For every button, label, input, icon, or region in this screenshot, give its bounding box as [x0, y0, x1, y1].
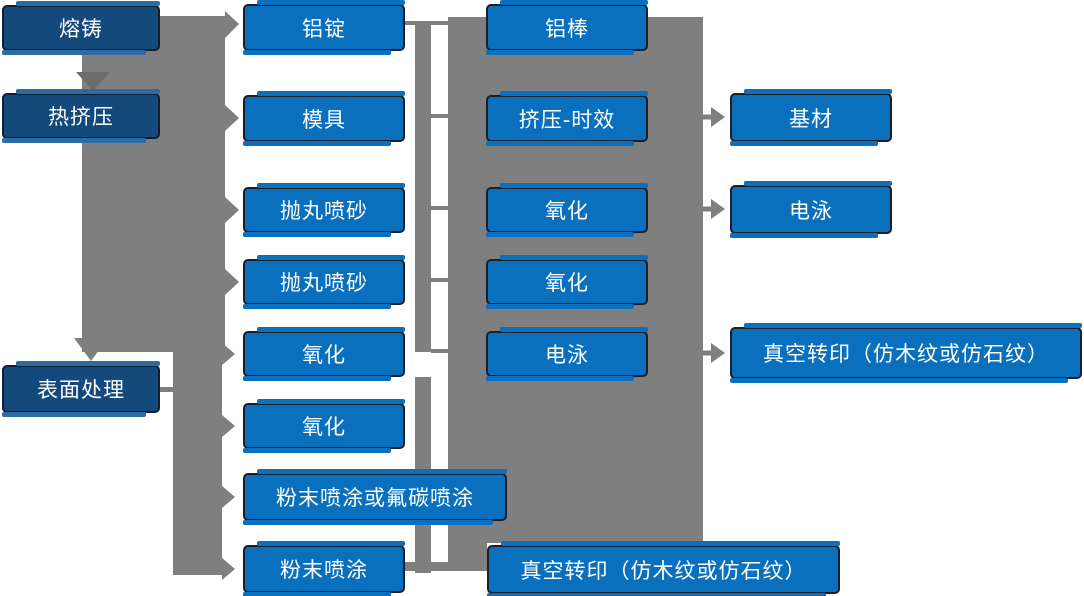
node-mold: 模具	[243, 91, 405, 146]
arrow-to-substrate	[703, 107, 725, 127]
node-anodizing-4: 氧化	[486, 255, 648, 309]
node-aluminum-ingot: 铝锭	[243, 0, 405, 55]
connector-row-5	[431, 349, 448, 353]
connector-surface-treatment	[158, 387, 174, 392]
node-vacuum-transfer-print-1: 真空转印（仿木纹或仿石纹）	[487, 541, 840, 596]
connector-row-3	[431, 206, 448, 210]
arrow-down-to-hot-extrusion	[76, 72, 110, 91]
node-powder-or-fluorocarbon-coating: 粉末喷涂或氟碳喷涂	[243, 469, 507, 525]
flow-bar-surface-treatment	[173, 348, 222, 575]
node-vacuum-transfer-print-2: 真空转印（仿木纹或仿石纹）	[730, 323, 1082, 383]
stage-surface-treatment: 表面处理	[2, 361, 160, 417]
stage-hot-extrusion: 热挤压	[2, 89, 160, 143]
arrow-to-powder-fluorocarbon	[222, 486, 235, 508]
arrow-down-to-surface-treatment	[74, 338, 108, 361]
node-anodizing-3: 氧化	[486, 183, 648, 237]
node-anodizing-1: 氧化	[243, 327, 405, 381]
node-shot-blasting-1: 抛丸喷砂	[243, 183, 405, 237]
flow-panel-foot	[448, 543, 487, 571]
arrow-to-electrophoresis	[703, 199, 725, 219]
connector-row-4	[431, 278, 448, 282]
arrow-to-anodizing-1	[222, 343, 235, 365]
node-electrophoresis-2: 电泳	[730, 181, 892, 238]
node-electrophoresis-1: 电泳	[486, 327, 648, 381]
node-substrate: 基材	[730, 89, 892, 146]
arrow-to-anodizing-2	[222, 415, 235, 437]
arrow-to-shot-blasting-2	[225, 269, 239, 295]
node-extrusion-aging: 挤压-时效	[486, 91, 648, 146]
node-aluminum-rod: 铝棒	[486, 0, 648, 55]
node-anodizing-2: 氧化	[243, 399, 405, 453]
node-shot-blasting-2: 抛丸喷砂	[243, 255, 405, 309]
flow-bar-middle-upper	[415, 22, 431, 352]
arrow-to-vacuum-transfer	[703, 343, 725, 363]
arrow-to-mold	[225, 105, 239, 131]
arrow-to-powder-coating	[222, 558, 235, 580]
flow-band-left	[82, 16, 225, 352]
stage-melting-casting: 熔铸	[2, 1, 160, 55]
connector-row-1	[405, 21, 448, 25]
connector-row-2	[431, 114, 448, 118]
node-powder-coating: 粉末喷涂	[243, 541, 405, 596]
arrow-to-shot-blasting-1	[225, 197, 239, 223]
connector-bottom-transfer	[403, 562, 487, 571]
